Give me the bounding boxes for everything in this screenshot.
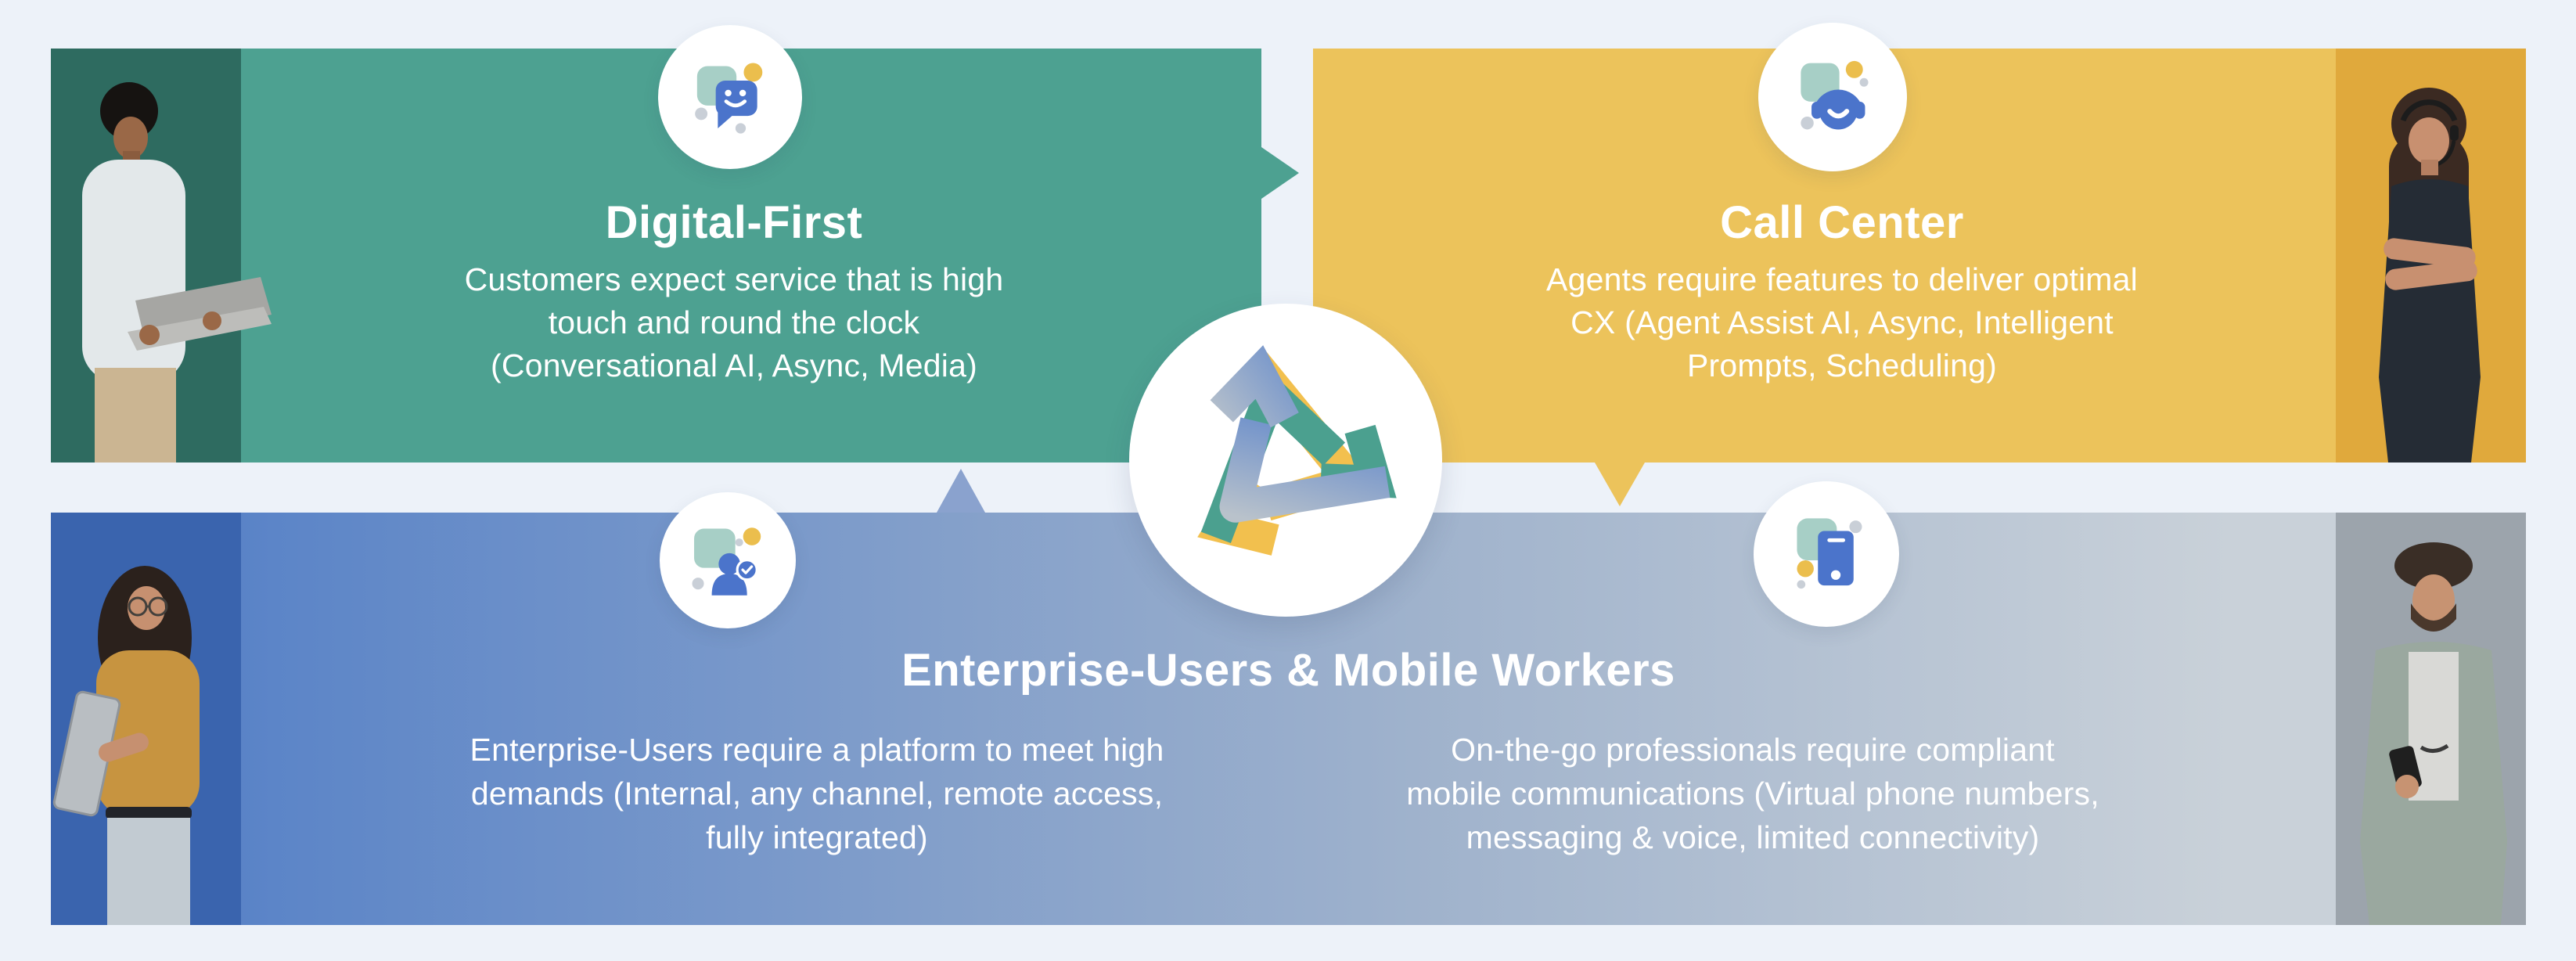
photo-man-laptop [82, 82, 272, 463]
text-line: (Conversational AI, Async, Media) [491, 347, 977, 383]
cycle-arrows-logo-icon [1197, 345, 1397, 556]
photo-woman-tablet [52, 566, 200, 925]
text-line: messaging & voice, limited connectivity) [1466, 819, 2040, 855]
photo-woman-headset [2379, 88, 2481, 463]
call-center-icon-circle [1758, 23, 1907, 171]
call-center-description: Agents require features to deliver optim… [1333, 258, 2351, 387]
text-line: touch and round the clock [548, 304, 920, 340]
text-line: Enterprise-Users require a platform to m… [470, 732, 1164, 768]
photo-man-phone [2360, 542, 2507, 925]
text-line: Prompts, Scheduling) [1687, 347, 1997, 383]
text-line: CX (Agent Assist AI, Async, Intelligent [1570, 304, 2114, 340]
digital-first-title: Digital-First [605, 197, 863, 248]
digital-first-icon-circle [658, 25, 802, 169]
call-center-panel [1313, 49, 2526, 463]
enterprise-description: Enterprise-Users require a platform to m… [308, 728, 1326, 859]
text-line: Agents require features to deliver optim… [1546, 261, 2138, 297]
brand-logo-circle [1129, 304, 1442, 617]
text-line: mobile communications (Virtual phone num… [1406, 776, 2099, 812]
mobile-workers-description: On-the-go professionals require complian… [1244, 728, 2261, 859]
headset-agent-icon [1800, 60, 1869, 130]
text-line: fully integrated) [706, 819, 928, 855]
mobile-icon-circle [1754, 481, 1899, 627]
digital-first-description: Customers expect service that is high to… [225, 258, 1243, 387]
arrow-bottom-to-green [937, 469, 985, 513]
text-line: On-the-go professionals require complian… [1451, 732, 2055, 768]
call-center-title: Call Center [1720, 197, 1964, 248]
mobile-phones-icon [1797, 518, 1862, 589]
verified-user-icon [692, 527, 761, 596]
arrow-yellow-to-bottom [1595, 463, 1645, 506]
enterprise-mobile-title: Enterprise-Users & Mobile Workers [901, 645, 1675, 696]
arrow-green-to-yellow [1261, 147, 1299, 199]
text-line: Customers expect service that is high [464, 261, 1004, 297]
enterprise-icon-circle [660, 492, 796, 628]
chat-smiley-icon [694, 63, 763, 134]
digital-first-panel [51, 49, 1261, 463]
text-line: demands (Internal, any channel, remote a… [470, 776, 1164, 812]
